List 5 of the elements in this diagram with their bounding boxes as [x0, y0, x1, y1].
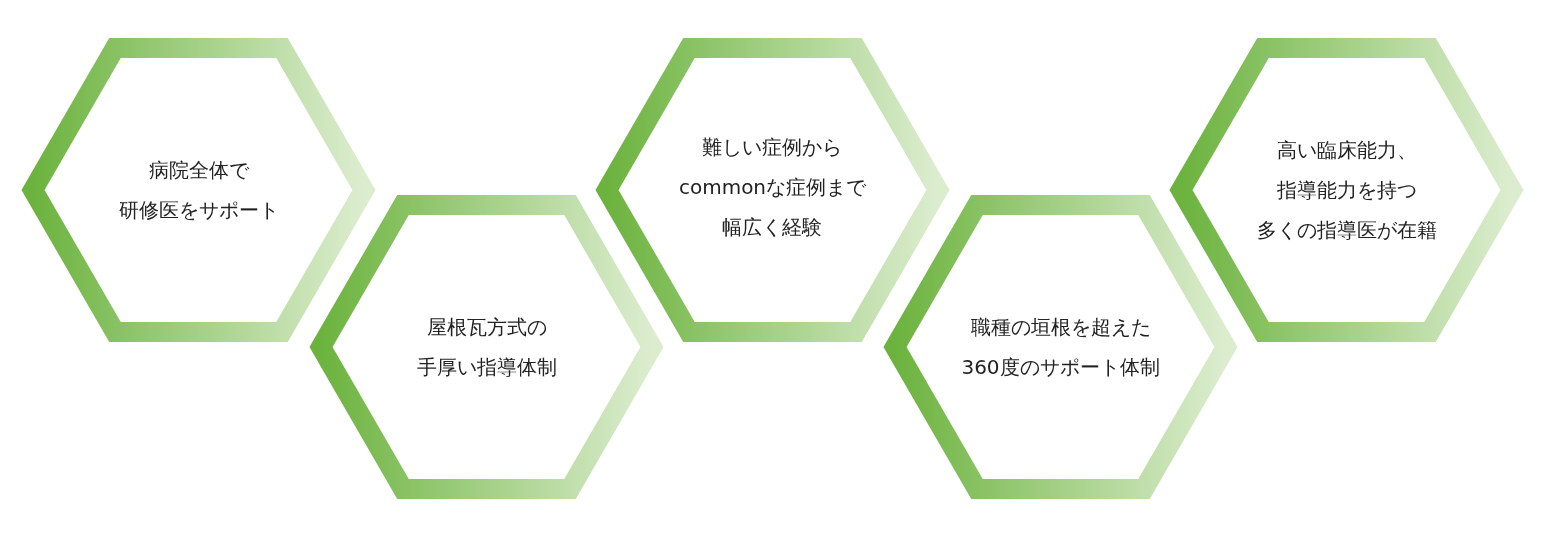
hexagon-label: 病院全体で研修医をサポート — [118, 157, 279, 224]
hexagon-label: 難しい症例からcommonな症例まで幅広く経験 — [678, 134, 867, 241]
hexagon-label: 高い臨床能力、指導能力を持つ多くの指導医が在籍 — [1256, 137, 1437, 244]
hexagon-label: 職種の垣根を超えた360度のサポート体制 — [961, 314, 1160, 381]
hexagon-label: 屋根瓦方式の手厚い指導体制 — [416, 314, 557, 381]
